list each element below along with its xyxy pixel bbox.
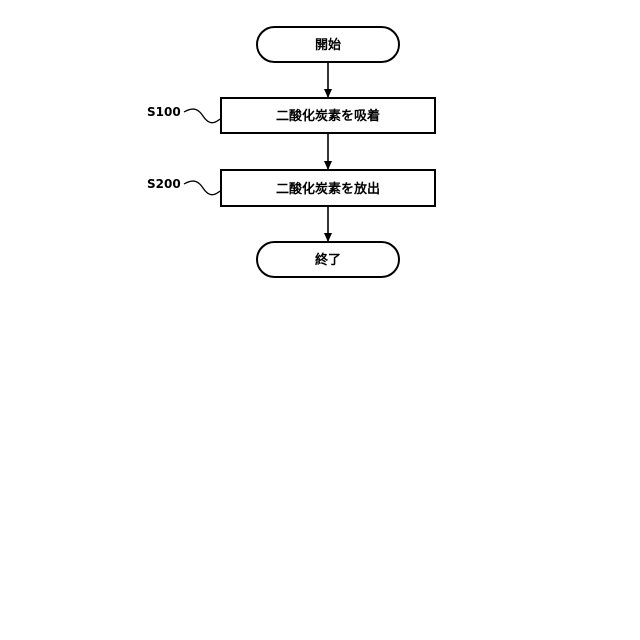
- process-step-s200: 二酸化炭素を放出: [221, 170, 435, 206]
- step-id-s200: S200: [147, 177, 181, 191]
- leader-squiggle-s100: [184, 109, 220, 123]
- start-node: 開始: [257, 27, 399, 62]
- process-step-s200-label: 二酸化炭素を放出: [276, 181, 380, 197]
- end-node: 終了: [257, 242, 399, 277]
- process-step-s100-label: 二酸化炭素を吸着: [276, 108, 380, 124]
- end-node-label: 終了: [315, 252, 341, 268]
- start-node-label: 開始: [315, 37, 341, 53]
- process-step-s100: 二酸化炭素を吸着: [221, 98, 435, 133]
- step-id-s100: S100: [147, 105, 181, 119]
- leader-squiggle-s200: [184, 181, 220, 195]
